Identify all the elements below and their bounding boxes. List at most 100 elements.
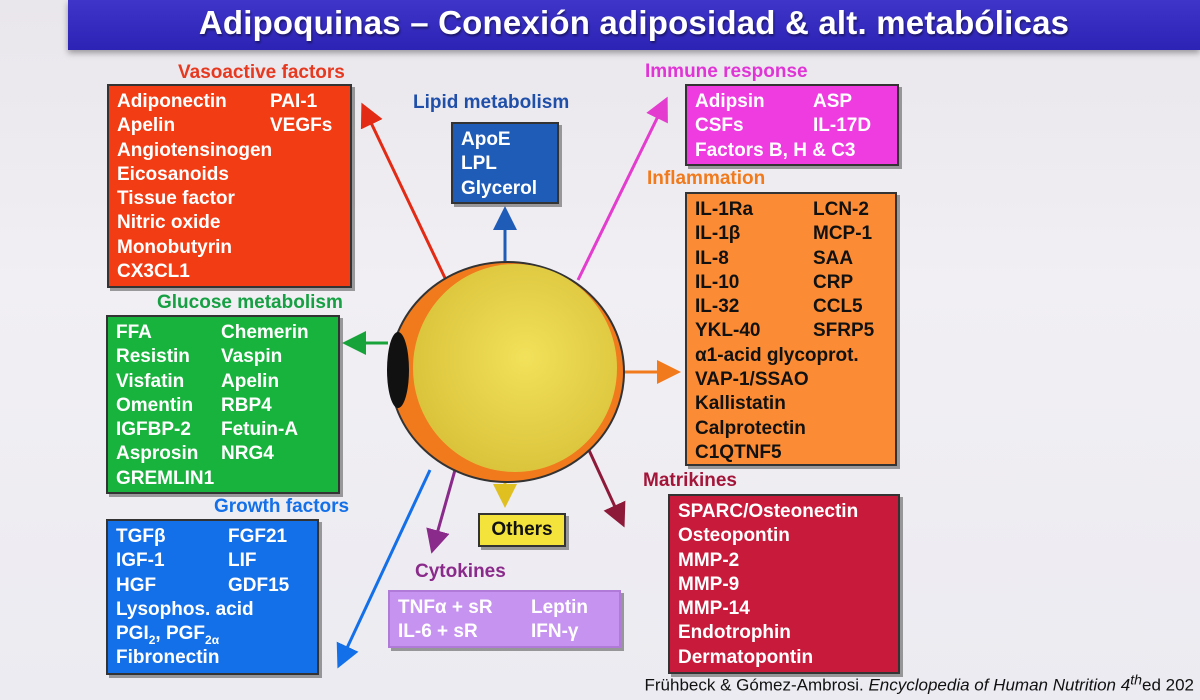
list-item: MMP-9 [678, 573, 740, 595]
list-item: LPL [461, 153, 497, 175]
list-item: MMP-14 [678, 598, 750, 620]
list-item: Adipsin [695, 91, 765, 112]
list-row: SPARC/Osteonectin [678, 500, 898, 524]
heading-immune-response: Immune response [645, 61, 808, 82]
list-item: SAA [813, 247, 854, 269]
heading-glucose-metabolism: Glucose metabolism [157, 292, 343, 313]
arrow-cytokines [426, 469, 457, 554]
list-item: IL-1Ra [695, 199, 754, 220]
list-row: ApoE [461, 128, 557, 152]
list-item: IL-32 [695, 296, 740, 318]
citation-tail: ed 202 [1142, 675, 1194, 695]
list-item: YKL-40 [695, 320, 761, 342]
list-item: MMP-2 [678, 549, 740, 571]
list-row: Lysophos. acid [116, 598, 317, 622]
list-row: PGI2, PGF2α [116, 622, 317, 647]
list-item: NRG4 [221, 443, 274, 465]
list-item: α1-acid glycoprot. [695, 344, 859, 366]
heading-vasoactive-factors: Vasoactive factors [178, 62, 345, 83]
list-item: Osteopontin [678, 525, 790, 547]
list-row: HGF GDF15 [116, 574, 317, 598]
list-item: IL-6 + sR [398, 621, 478, 643]
list-item: IL-1β [695, 223, 741, 245]
citation: Frühbeck & Gómez-Ambrosi. Encyclopedia o… [645, 672, 1194, 696]
list-item: Lysophos. acid [116, 598, 254, 620]
list-item: VEGFs [270, 115, 333, 137]
list-item: Apelin [117, 115, 176, 137]
list-row: Factors B, H & C3 [695, 139, 897, 163]
list-item: IL-17D [813, 115, 872, 137]
list-item: GDF15 [228, 574, 290, 596]
list-row: VAP-1/SSAO [695, 368, 895, 392]
list-item: Calprotectin [695, 417, 806, 439]
arrow-matrikines [586, 447, 626, 528]
list-item: Glycerol [461, 177, 538, 199]
list-item: Angiotensinogen [117, 139, 273, 161]
list-row: Fibronectin [116, 646, 317, 670]
list-item: Nitric oxide [117, 212, 221, 234]
list-item: IGFBP-2 [116, 419, 191, 441]
list-row: Nitric oxide [117, 211, 350, 235]
list-item: CSFs [695, 115, 744, 137]
list-row: Dermatopontin [678, 646, 898, 670]
slide-title: Adipoquinas – Conexión adiposidad & alt.… [198, 4, 1070, 41]
list-item: SFRP5 [813, 320, 875, 342]
list-row: CSFs IL-17D [695, 114, 897, 138]
list-item: VAP-1/SSAO [695, 369, 809, 391]
list-item: Factors B, H & C3 [695, 139, 856, 161]
list-item: Apelin [221, 370, 280, 392]
list-row: Eicosanoids [117, 163, 350, 187]
others-box: Others [478, 513, 566, 547]
list-row: IL-1Ra LCN-2 [695, 198, 895, 222]
heading-cytokines: Cytokines [415, 561, 506, 582]
citation-authors: Frühbeck & Gómez-Ambrosi. [644, 675, 864, 695]
list-item: LCN-2 [813, 199, 869, 220]
list-row: Endotrophin [678, 621, 898, 645]
list-item: Monobutyrin [117, 236, 233, 258]
list-item: Vaspin [221, 346, 283, 368]
list-row: Visfatin Apelin [116, 370, 338, 394]
list-item: SPARC/Osteonectin [678, 501, 859, 522]
list-item: Kallistatin [695, 393, 786, 415]
list-row: C1QTNF5 [695, 441, 895, 465]
list-row: TNFα + sR Leptin [398, 596, 619, 620]
list-row: GREMLIN1 [116, 467, 338, 491]
citation-sup: th [1130, 672, 1142, 688]
list-item: GREMLIN1 [116, 467, 215, 489]
list-item: TNFα + sR [398, 597, 493, 618]
list-item: Chemerin [221, 322, 309, 343]
list-item: HGF [116, 574, 157, 596]
heading-inflammation: Inflammation [647, 168, 766, 189]
list-item: Visfatin [116, 370, 185, 392]
arrow-vasoactive [360, 102, 447, 279]
list-item: TGFβ [116, 526, 166, 547]
adipocyte-illustration [387, 261, 625, 483]
list-row: LPL [461, 152, 557, 176]
list-row: CX3CL1 [117, 260, 350, 284]
list-item: Leptin [531, 597, 588, 618]
heading-growth-factors: Growth factors [214, 496, 350, 517]
list-item: PGI2, PGF2α [116, 623, 220, 647]
list-item: IFN-γ [531, 621, 579, 643]
list-item: CX3CL1 [117, 261, 190, 283]
list-item: Fetuin-A [221, 419, 299, 441]
heading-lipid-metabolism: Lipid metabolism [413, 92, 570, 113]
arrow-immune [576, 96, 668, 281]
list-row: Angiotensinogen [117, 139, 350, 163]
